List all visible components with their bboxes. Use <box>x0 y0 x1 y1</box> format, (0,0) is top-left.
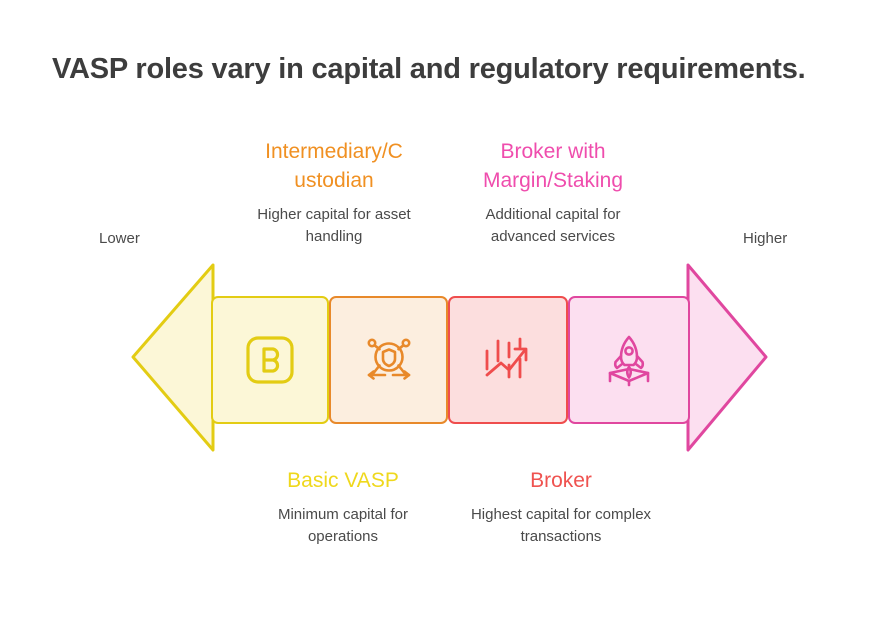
right-arrow-head <box>686 263 768 452</box>
shield-network-icon <box>358 329 420 391</box>
callout-broker-margin-staking: Broker with Margin/Staking Additional ca… <box>458 138 648 247</box>
stage-card-broker[interactable] <box>448 296 568 424</box>
callout-broker: Broker Highest capital for complex trans… <box>466 467 656 547</box>
callout-title: Intermediary/C ustodian <box>265 140 403 192</box>
scale-high-label: Higher <box>743 230 788 247</box>
callout-description: Highest capital for complex transactions <box>470 505 652 545</box>
rocket-launch-icon <box>598 329 660 391</box>
callout-basic-vasp: Basic VASP Minimum capital for operation… <box>248 467 438 547</box>
callout-title: Basic VASP <box>287 469 399 492</box>
callout-intermediary-custodian: Intermediary/C ustodian Higher capital f… <box>239 138 429 247</box>
callout-title: Broker <box>530 469 592 492</box>
callout-description: Higher capital for asset handling <box>257 205 411 245</box>
stage-card-basic-vasp[interactable] <box>211 296 329 424</box>
scale-low-label: Lower <box>99 230 140 247</box>
stage-card-broker-margin-staking[interactable] <box>568 296 690 424</box>
rising-chart-arrow-icon <box>477 329 539 391</box>
stage-card-intermediary-custodian[interactable] <box>329 296 448 424</box>
callout-description: Additional capital for advanced services <box>485 205 621 245</box>
letter-b-badge-icon <box>239 329 301 391</box>
callout-title: Broker with Margin/Staking <box>482 140 624 192</box>
callout-description: Minimum capital for operations <box>277 505 409 545</box>
left-arrow-head <box>131 263 215 452</box>
page-title: VASP roles vary in capital and regulator… <box>52 53 806 86</box>
